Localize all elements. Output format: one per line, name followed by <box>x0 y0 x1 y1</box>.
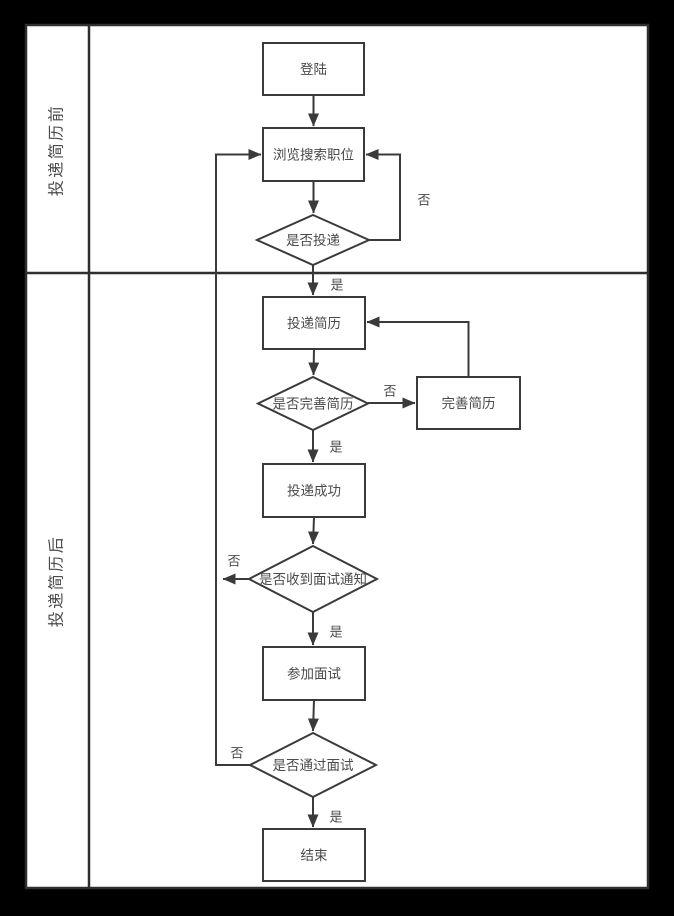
edge-label-complete-yes: 是 <box>329 440 342 455</box>
node-browse-jobs <box>262 127 365 182</box>
edge-success-to-notice-decision <box>307 516 319 545</box>
edge-label-apply-yes: 是 <box>330 278 343 293</box>
node-apply-decision-label: 是否投递 <box>286 233 340 248</box>
edge-label-apply-no: 否 <box>417 193 430 208</box>
node-end <box>262 828 366 882</box>
node-complete-resume <box>416 376 521 430</box>
node-interview-notice-decision-label: 是否收到面试通知 <box>259 571 367 587</box>
lane-label-after-submit: 投递简历后 <box>48 535 66 628</box>
node-attend-interview-label: 参加面试 <box>287 666 341 682</box>
edge-complete-resume-loop-to-submit <box>366 316 470 377</box>
node-pass-interview-decision <box>247 731 379 799</box>
node-submit-success-label: 投递成功 <box>287 484 341 499</box>
edge-label-notice-no: 否 <box>227 554 240 569</box>
edge-pass-no-loop-to-browse <box>215 149 262 766</box>
node-submit-resume <box>262 296 366 350</box>
node-complete-resume-label: 完善简历 <box>442 395 496 411</box>
node-login-label: 登陆 <box>300 62 327 77</box>
node-apply-decision <box>254 213 372 267</box>
node-submit-resume-label: 投递简历 <box>287 315 341 331</box>
node-resume-complete-decision-label: 是否完善简历 <box>273 396 354 412</box>
node-attend-interview <box>262 646 366 701</box>
node-resume-complete-decision <box>255 375 371 432</box>
node-login <box>262 42 365 96</box>
edge-label-notice-yes: 是 <box>329 625 342 640</box>
edge-label-pass-no: 否 <box>230 746 243 761</box>
node-browse-jobs-label: 浏览搜索职位 <box>273 148 354 163</box>
node-end-label: 结束 <box>301 848 328 863</box>
edge-apply-no-loop-to-browse <box>365 149 401 241</box>
node-submit-success <box>262 463 366 518</box>
edge-label-pass-yes: 是 <box>329 810 342 825</box>
node-interview-notice-decision <box>246 544 380 614</box>
edge-attend-to-pass-decision <box>307 699 319 732</box>
edge-submit-to-complete-decision <box>308 348 320 376</box>
lane-label-before-submit: 投递简历前 <box>48 104 66 197</box>
node-pass-interview-decision-label: 是否通过面试 <box>273 758 354 773</box>
edge-label-complete-no: 否 <box>383 384 396 399</box>
